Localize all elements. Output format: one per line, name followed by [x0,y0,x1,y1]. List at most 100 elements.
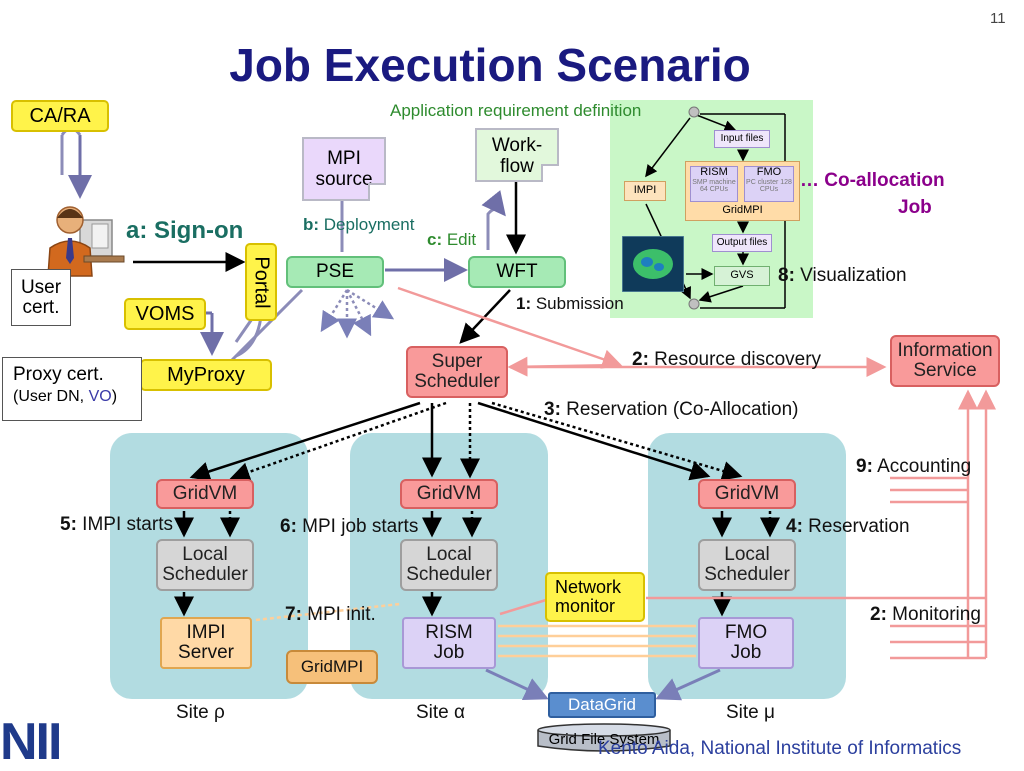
grid-file-system-cylinder [537,723,671,752]
mpi-job-starts-key: 6: [280,516,297,537]
monitoring-key: 2: [870,604,887,625]
reservation-coalloc-label: 3: Reservation (Co-Allocation) [544,399,799,421]
visualization-text: Visualization [794,265,907,286]
super-scheduler-box: Super Scheduler [406,346,508,398]
pse-box: PSE [286,256,384,288]
inset-rism-sub: SMP machine 64 CPUs [692,178,736,193]
resource-discovery-text: Resource discovery [648,349,822,370]
proxy-cert-close: ) [111,387,118,405]
proxy-cert-vo: VO [88,387,112,405]
monitoring-label: 2: Monitoring [870,604,981,626]
user-cert-line1: User [20,276,62,298]
inset-fmo: FMO PC cluster 128 CPUs [744,166,794,202]
coalloc-line1: … Co-allocation [800,170,945,191]
workflow-doc: Work- flow [475,128,559,182]
local-scheduler-alpha-line1: Local [426,544,472,566]
sign-on-label: a: Sign-on [126,217,244,244]
local-scheduler-rho-line2: Scheduler [162,564,248,585]
portal-label: Portal [250,255,273,309]
reservation-key: 4: [786,516,803,537]
site-rho-label: Site ρ [176,702,225,723]
user-cert-line2: cert. [22,296,60,318]
ca-ra-box: CA/RA [11,100,109,132]
visualization-thumbnail-icon [622,236,684,292]
inset-gridmpi-label: GridMPI [722,204,763,216]
impi-server-line2: Server [178,642,234,663]
grid-file-system-label: Grid File System [548,731,660,748]
datagrid-box: DataGrid [548,692,656,718]
inset-rism-label: RISM [700,166,728,178]
rism-job-box: RISM Job [402,617,496,669]
workflow-line2: flow [500,155,534,177]
fmo-job-line2: Job [730,642,762,663]
network-monitor-line2: monitor [555,596,616,616]
coalloc-line2: Job [898,196,932,218]
rism-job-line2: Job [433,642,465,663]
impi-server-line1: IMPI [186,622,226,644]
gridvm-mu-box: GridVM [698,479,796,509]
impi-starts-key: 5: [60,514,77,535]
resource-discovery-key: 2: [632,349,649,370]
mpi-init-key: 7: [285,604,302,625]
mpi-source-line1: MPI [327,148,361,169]
mpi-source-doc: MPI source [302,137,386,201]
app-requirement-label: Application requirement definition [390,101,642,120]
site-alpha-label: Site α [416,702,466,723]
nii-logo: NII [0,713,62,771]
proxy-cert-line1: Proxy cert. [13,364,104,385]
local-scheduler-mu-line2: Scheduler [704,564,790,585]
super-scheduler-line1: Super [431,351,483,373]
accounting-label: 9: Accounting [856,456,971,478]
coalloc-label: … Co-allocation Job [800,168,945,221]
deployment-key: b: [303,215,320,234]
reservation-label: 4: Reservation [786,516,910,538]
local-scheduler-mu-box: Local Scheduler [698,539,796,591]
proxy-cert-line2: (User DN, VO) [13,387,141,406]
monitoring-text: Monitoring [886,604,981,625]
mpi-job-starts-label: 6: MPI job starts [280,516,418,538]
inset-impi: IMPI [624,181,666,201]
user-cert-box: User cert. [11,269,71,326]
portal-box: Portal [245,243,277,321]
gridvm-alpha-box: GridVM [400,479,498,509]
mpi-init-label: 7: MPI init. [285,604,376,626]
inset-gvs: GVS [714,266,770,286]
information-service-line2: Service [913,360,977,381]
reservation-coalloc-key: 3: [544,399,561,420]
gridvm-rho-box: GridVM [156,479,254,509]
wft-box: WFT [468,256,566,288]
inset-input-files: Input files [714,130,770,148]
deployment-text: Deployment [319,215,415,234]
proxy-cert-box: Proxy cert. (User DN, VO) [2,357,142,421]
edit-label: c: Edit [427,230,476,250]
deployment-label: b: Deployment [303,215,414,235]
myproxy-box: MyProxy [140,359,272,391]
page-title: Job Execution Scenario [229,39,751,91]
footer-author: Kento Aida, National Institute of Inform… [598,738,962,759]
local-scheduler-mu-line1: Local [724,544,770,566]
visualization-label: 8: Visualization [778,265,907,287]
network-monitor-box: Network monitor [545,572,645,622]
impi-starts-label: 5: IMPI starts [60,514,173,536]
user-figure-icon [47,206,125,277]
edit-key: c: [427,230,443,249]
site-mu-label: Site μ [726,702,775,723]
local-scheduler-rho-box: Local Scheduler [156,539,254,591]
information-service-box: Information Service [890,335,1000,387]
local-scheduler-alpha-box: Local Scheduler [400,539,498,591]
local-scheduler-rho-line1: Local [182,544,228,566]
edit-text: Edit [442,230,477,249]
inset-fmo-label: FMO [756,166,782,178]
rism-job-line1: RISM [425,622,473,644]
information-service-line1: Information [897,340,993,362]
accounting-key: 9: [856,456,873,477]
voms-box: VOMS [124,298,206,330]
fmo-job-box: FMO Job [698,617,794,669]
proxy-cert-dn: (User DN, [13,387,89,405]
fmo-job-line1: FMO [724,622,768,644]
super-scheduler-line2: Scheduler [414,371,500,392]
mpi-init-text: MPI init. [301,604,376,625]
reservation-text: Reservation [802,516,910,537]
page-number: 11 [990,10,1006,27]
accounting-text: Accounting [872,456,972,477]
